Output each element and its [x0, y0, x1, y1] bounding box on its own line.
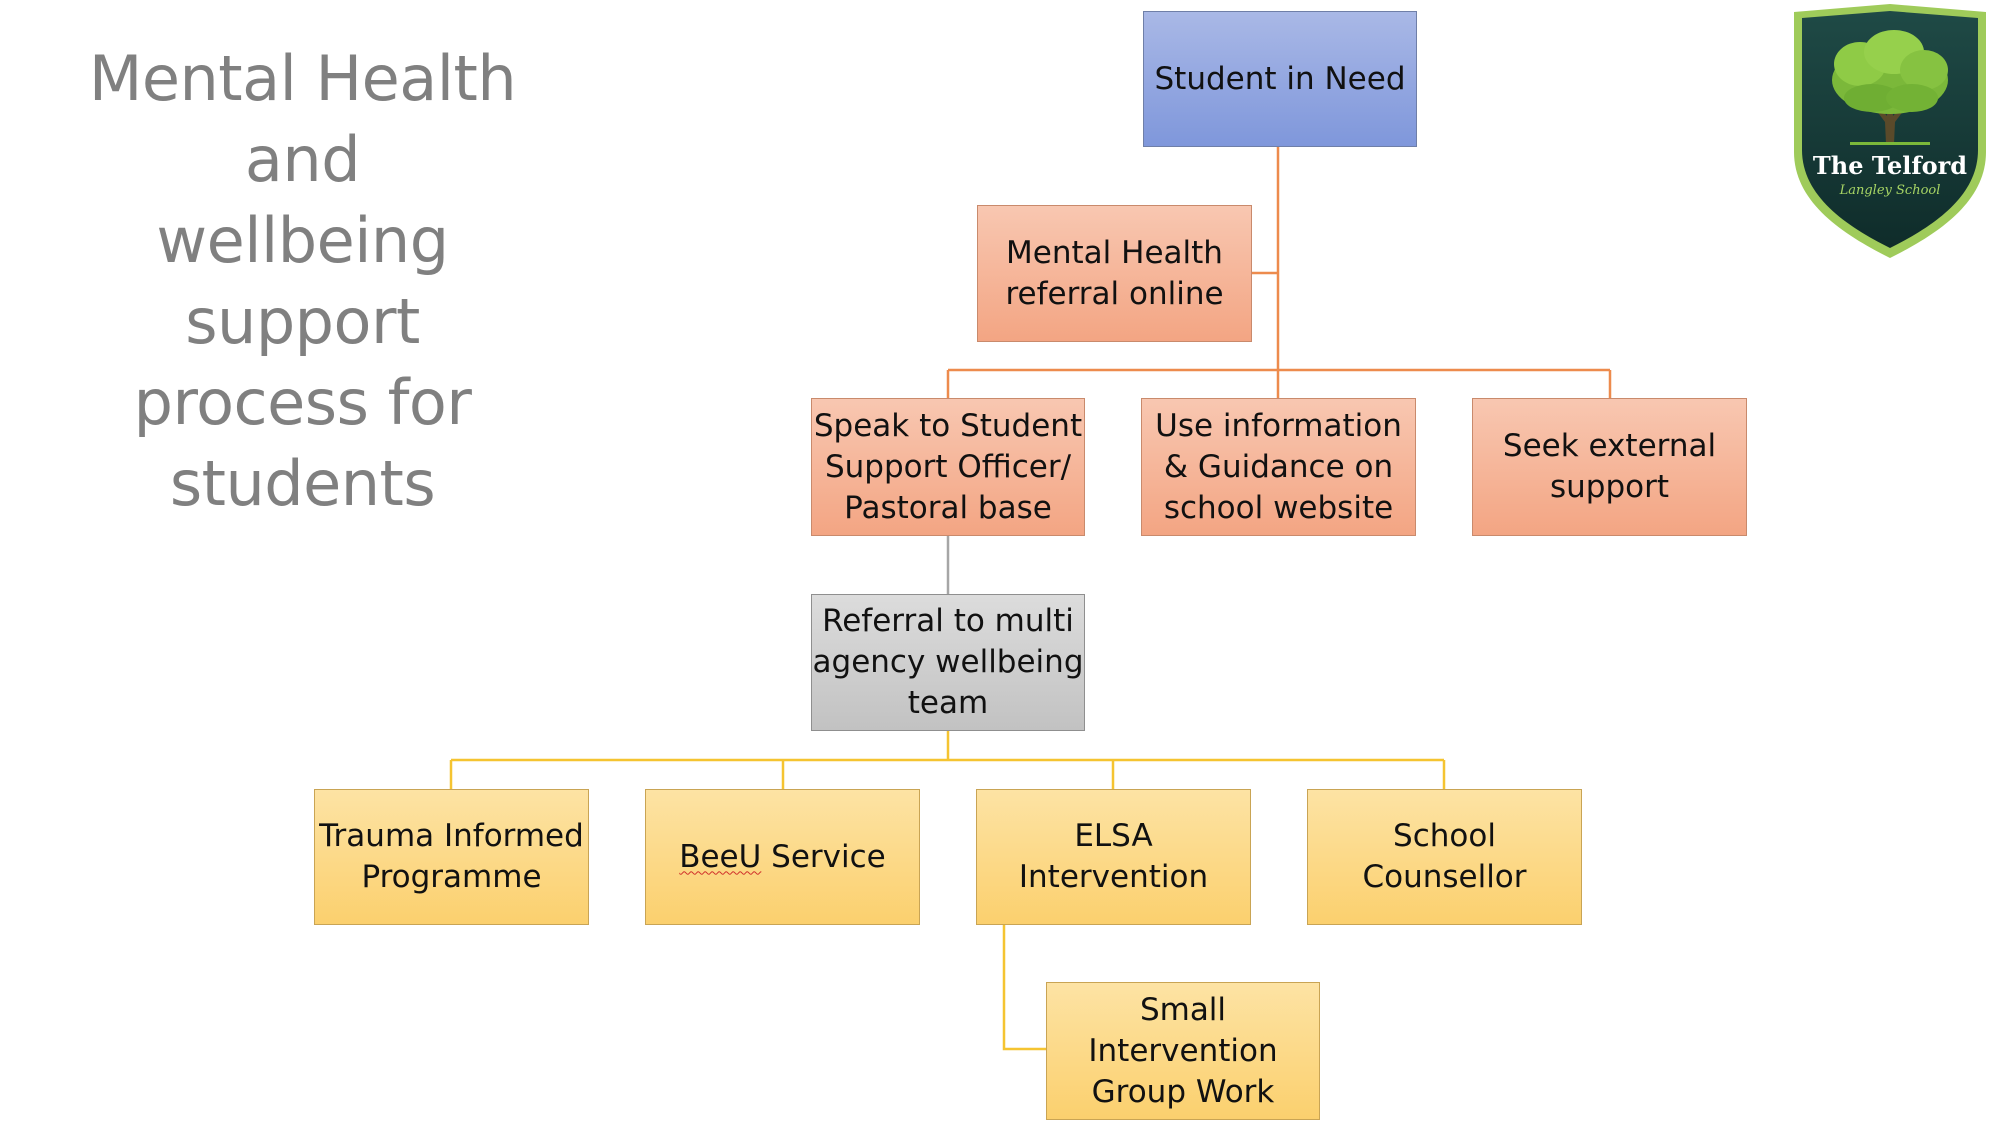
node-speak-to-officer: Speak to Student Support Officer/ Pastor…	[811, 398, 1085, 536]
node-label: Use information	[1155, 407, 1402, 444]
logo-name: The Telford	[1813, 151, 1967, 180]
node-label: agency wellbeing	[812, 644, 1084, 680]
node-label: Group Work	[1091, 1073, 1275, 1110]
node-label: Referral to multi	[822, 603, 1074, 639]
tree-icon	[1832, 30, 1948, 145]
node-referral-multi-agency: Referral to multi agency wellbeing team	[811, 594, 1085, 731]
node-label: Seek external	[1502, 428, 1717, 464]
node-label: school website	[1163, 489, 1394, 526]
node-label: Trauma Informed	[319, 818, 584, 854]
node-label: Programme	[361, 859, 542, 895]
node-label: Intervention	[1088, 1032, 1278, 1069]
node-label: Speak to Student	[813, 407, 1083, 444]
node-label: & Guidance on	[1163, 448, 1394, 485]
node-label: School	[1393, 818, 1496, 854]
node-seek-external: Seek external support	[1472, 398, 1747, 536]
node-label: ELSA	[1074, 818, 1153, 854]
node-label: Counsellor	[1362, 859, 1527, 895]
title-line: students	[169, 447, 436, 520]
node-label: Student in Need	[1154, 60, 1406, 97]
logo-subtitle: Langley School	[1839, 183, 1941, 198]
node-label: Small	[1139, 991, 1227, 1028]
node-trauma-informed: Trauma Informed Programme	[314, 789, 589, 925]
node-school-counsellor: School Counsellor	[1307, 789, 1582, 925]
node-label: Mental Health	[1006, 234, 1223, 271]
node-label: Intervention	[1018, 859, 1209, 895]
node-use-information: Use information & Guidance on school web…	[1141, 398, 1416, 536]
spellcheck-word: BeeU	[679, 838, 762, 875]
title-line: wellbeing support	[156, 204, 449, 358]
node-mental-health-referral: Mental Health referral online	[977, 205, 1252, 342]
node-label: Pastoral base	[844, 489, 1052, 526]
title-line: Mental Health and	[88, 42, 517, 196]
node-label: support	[1549, 469, 1670, 505]
school-logo: The Telford Langley School	[1794, 4, 1986, 258]
title-line: process for	[133, 366, 472, 439]
connector-to-small-group	[1002, 925, 1046, 1051]
node-label: Support Officer/	[824, 448, 1072, 485]
label-rest: Service	[761, 838, 886, 875]
node-beeu-service: BeeU Service	[645, 789, 920, 925]
page-title: Mental Health and wellbeing support proc…	[30, 38, 575, 524]
node-small-group-work: Small Intervention Group Work	[1046, 982, 1320, 1120]
node-elsa-intervention: ELSA Intervention	[976, 789, 1251, 925]
node-label: referral online	[1005, 275, 1224, 312]
node-student-in-need: Student in Need	[1143, 11, 1417, 147]
node-label: team	[907, 685, 989, 721]
node-label: BeeU Service	[679, 837, 886, 878]
